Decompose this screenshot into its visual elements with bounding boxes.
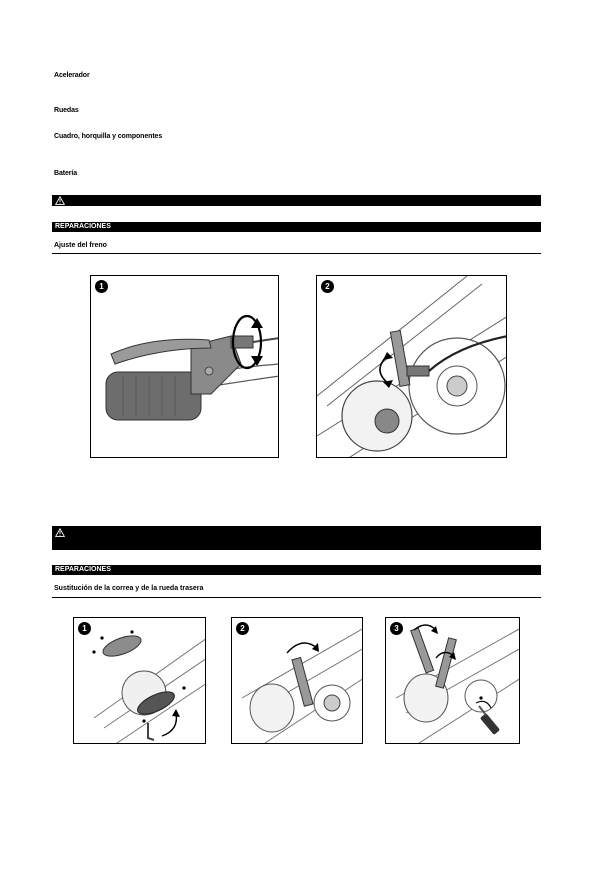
repairs-header-text: REPARACIONES	[55, 223, 111, 230]
repairs-header-2: REPARACIONES	[52, 565, 541, 575]
rear-brake-illustration	[317, 276, 506, 457]
warning-bar	[52, 195, 541, 206]
figure-number-badge: 3	[390, 622, 403, 635]
figure-belt-step-2: 2	[231, 617, 363, 744]
section-label-cuadro: Cuadro, horquilla y componentes	[54, 133, 163, 140]
figure-number-badge: 2	[236, 622, 249, 635]
figure-rear-brake: 2	[316, 275, 507, 458]
subtitle-rule-1	[52, 253, 541, 254]
subtitle-ajuste-freno: Ajuste del freno	[54, 242, 107, 249]
repairs-header-text: REPARACIONES	[55, 566, 111, 573]
subtitle-sustitucion-correa: Sustitución de la correa y de la rueda t…	[54, 585, 204, 592]
brake-lever-illustration	[105, 314, 278, 421]
section-label-bateria: Batería	[54, 170, 78, 177]
warning-triangle-icon	[55, 196, 65, 205]
figure-brake-lever: 1	[90, 275, 279, 458]
repairs-header-1: REPARACIONES	[52, 222, 541, 232]
subtitle-rule-2	[52, 597, 541, 598]
belt-step-3-illustration	[395, 624, 519, 743]
warning-bar	[52, 526, 541, 550]
belt-step-2-illustration	[241, 628, 362, 743]
warning-triangle-icon	[55, 528, 65, 537]
figure-belt-step-1: 1	[73, 617, 206, 744]
section-label-ruedas: Ruedas	[54, 107, 79, 114]
figure-number-badge: 1	[95, 280, 108, 293]
section-label-acelerador: Acelerador	[54, 72, 90, 79]
figure-number-badge: 2	[321, 280, 334, 293]
figure-belt-step-3: 3	[385, 617, 520, 744]
belt-step-1-illustration	[92, 630, 205, 743]
figure-number-badge: 1	[78, 622, 91, 635]
